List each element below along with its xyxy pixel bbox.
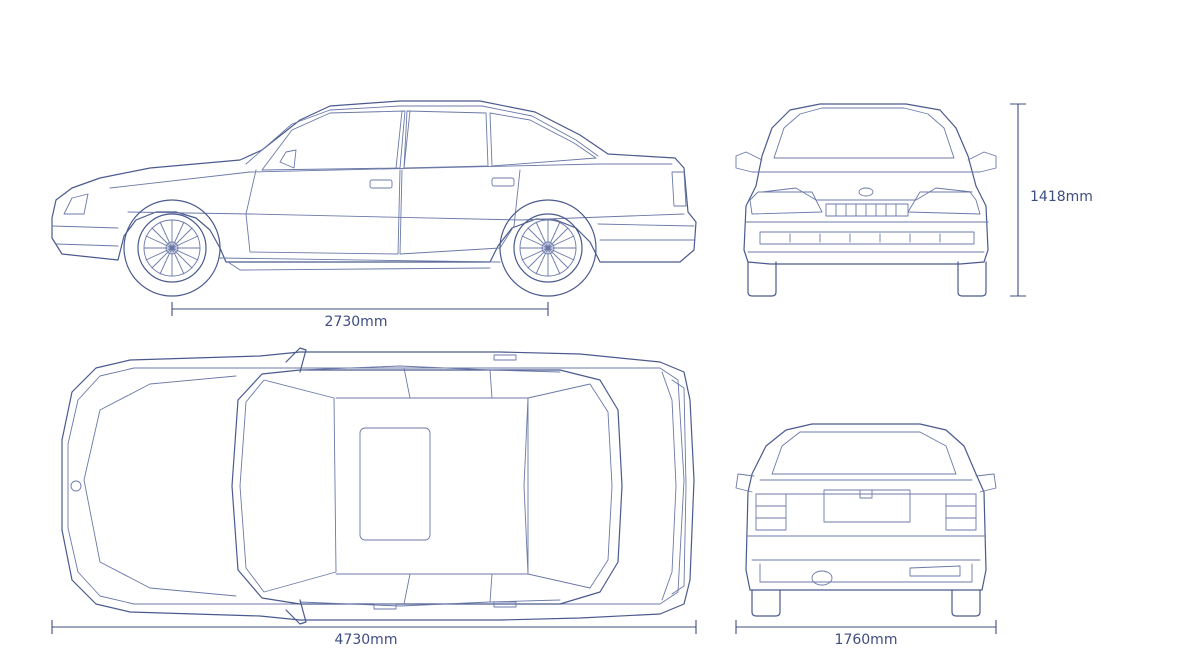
wheelbase-label: 2730mm <box>325 314 388 330</box>
front-view <box>735 103 997 297</box>
length-label: 4730mm <box>335 632 398 648</box>
height-label: 1418mm <box>1030 189 1093 205</box>
wheelbase-dimension: 2730mm <box>171 302 549 330</box>
length-dimension: 4730mm <box>51 620 697 648</box>
side-view <box>51 100 697 297</box>
width-label: 1760mm <box>835 632 898 648</box>
width-dimension: 1760mm <box>735 620 997 648</box>
rear-view <box>735 423 997 617</box>
height-dimension: 1418mm <box>1010 103 1093 297</box>
top-view <box>61 347 695 625</box>
